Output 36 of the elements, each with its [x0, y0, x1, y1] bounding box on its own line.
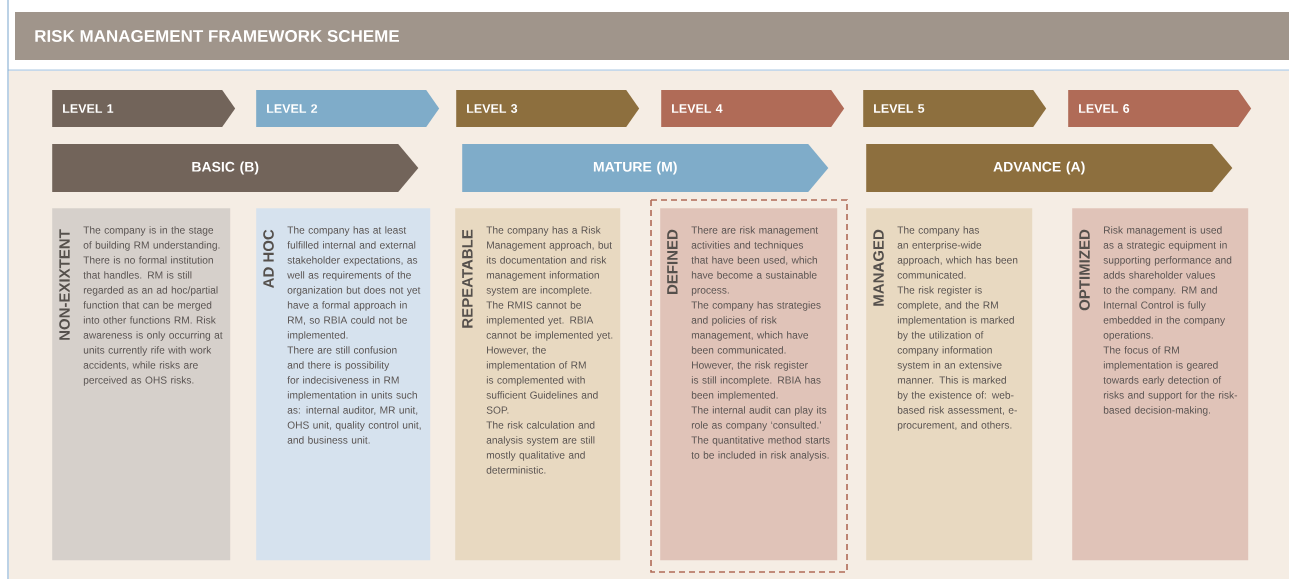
level-tab: LEVEL 3: [456, 90, 640, 127]
stage-banner: MATURE (M): [462, 144, 829, 192]
body-text: The internal audit can play its role as company ‘consulted.’: [691, 406, 827, 431]
title-bar: RISK MANAGEMENT FRAMEWORK SCHEME: [15, 12, 1289, 60]
level-tab: LEVEL 5: [863, 90, 1047, 127]
body-text: There are still confusion and there is possibility for indecisiveness in RM implementation in units such as: internal auditor, MR unit, OHS unit, quality control unit, and business unit.: [287, 346, 421, 444]
body-text: The focus of RM implementation is geared towards early detection of risks and support for the risk-based decision-making.: [1103, 346, 1238, 416]
body-text: The company has a Risk Management approach, but its documentation and risk management information system are incomplete. The RMIS cannot be implemented yet. RBIA cannot be implemented yet.: [486, 226, 613, 341]
body-text: The company has an enterprise-wide approach, which has been communicated.: [897, 226, 1018, 279]
stage-banner: BASIC (B): [52, 144, 419, 192]
vertical-heading: REPEATABLE: [462, 229, 473, 328]
body-text: Risk management is used as a strategic equipment in supporting performance and adds shareholder values to the company. RM and Internal Control is fully embedded in the company operations.: [1103, 226, 1232, 341]
vertical-heading: AD HOC: [263, 229, 274, 288]
level-tab: LEVEL 1: [52, 90, 236, 127]
description-card: [866, 208, 1033, 561]
level-tab: LEVEL 6: [1068, 90, 1252, 127]
description-card: [52, 208, 231, 561]
vertical-heading: OPTIMIZED: [1079, 229, 1090, 311]
body-text: There are risk management activities and techniques that have been used, which have become a sustainable process.: [691, 226, 819, 296]
description-card: [660, 208, 838, 561]
body-text: The company has strategies and policies of risk management, which have been communicated. However, the risk register is still incomplete. RBIA has been implemented.: [691, 301, 821, 401]
stage-banner: ADVANCE (A): [866, 144, 1233, 192]
body-text: The risk calculation and analysis system are still mostly qualitative and deterministic.: [486, 421, 595, 474]
body-text: The company has at least fulfilled internal and external stakeholder expectations, as well as requirements of the organization but does not yet have a formal approach in RM, so RBIA could not be implemented.: [287, 226, 421, 341]
body-text: The quantitative method starts to be included in risk analysis.: [691, 436, 830, 461]
description-card: [1072, 208, 1249, 561]
level-tab: LEVEL 2: [256, 90, 440, 127]
description-card: [455, 208, 621, 561]
description-card: [256, 208, 431, 561]
vertical-heading: DEFINED: [667, 229, 678, 295]
level-tab: LEVEL 4: [661, 90, 845, 127]
body-text: The risk register is complete, and the RM implementation is marked by the utilization of company information system in an extensive manner. This is marked by the existence of: web-based risk assessment, e-procurement, and others.: [897, 286, 1017, 431]
body-text: The company is in the stage of building RM understanding. There is no formal institution that handles. RM is still regarded as an ad hoc/partial function that can be merged into other functions RM. Risk awareness is only occurring at units currently rife with work accidents, while risks are perceived as OHS risks.: [83, 226, 223, 386]
vertical-heading: MANAGED: [873, 229, 884, 306]
vertical-heading: NON-EXIXTENT: [59, 229, 70, 340]
body-text: However, the implementation of RM is complemented with sufficient Guidelines and SOP.: [486, 346, 598, 414]
